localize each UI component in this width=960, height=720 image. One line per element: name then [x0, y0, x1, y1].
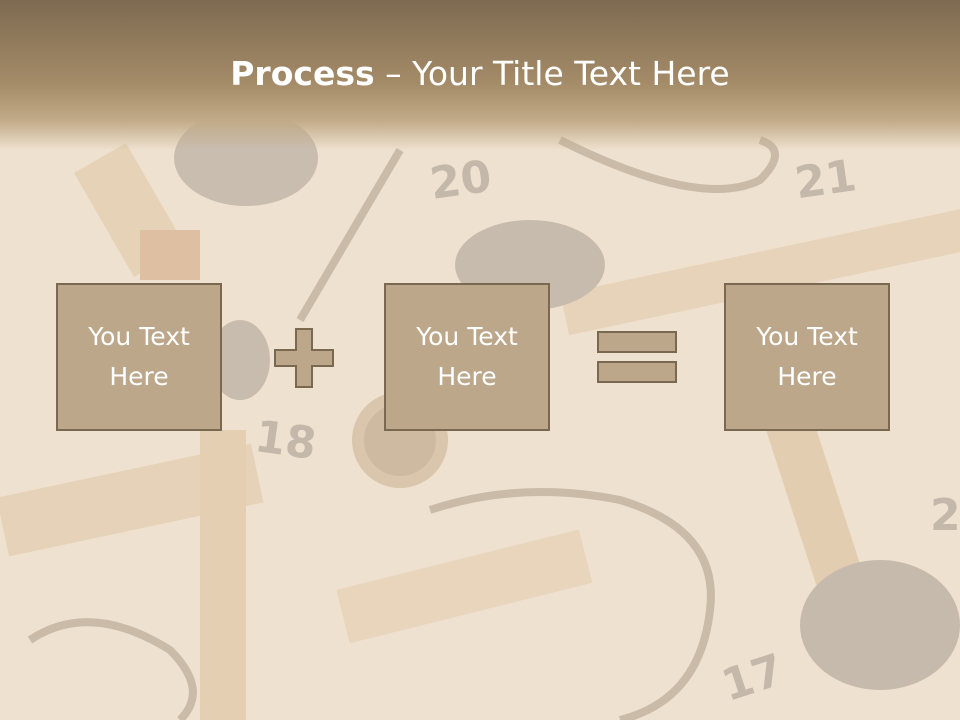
process-box-1[interactable]: You Text Here — [56, 283, 222, 431]
process-box-2-text: You Text Here — [416, 322, 518, 391]
bg-number-2: 2 — [930, 490, 960, 541]
process-box-3[interactable]: You Text Here — [724, 283, 890, 431]
process-box-1-text: You Text Here — [88, 322, 190, 391]
equals-icon — [597, 331, 677, 383]
process-box-2[interactable]: You Text Here — [384, 283, 550, 431]
slide-title[interactable]: Process – Your Title Text Here — [0, 52, 960, 96]
title-bar — [0, 0, 960, 150]
bg-number-20: 20 — [427, 151, 495, 210]
bg-number-21: 21 — [792, 150, 860, 209]
plus-icon — [274, 328, 334, 388]
bg-number-18: 18 — [252, 411, 320, 470]
process-box-3-text: You Text Here — [756, 322, 858, 391]
title-rest: – Your Title Text Here — [374, 54, 730, 93]
title-bold: Process — [230, 54, 375, 93]
